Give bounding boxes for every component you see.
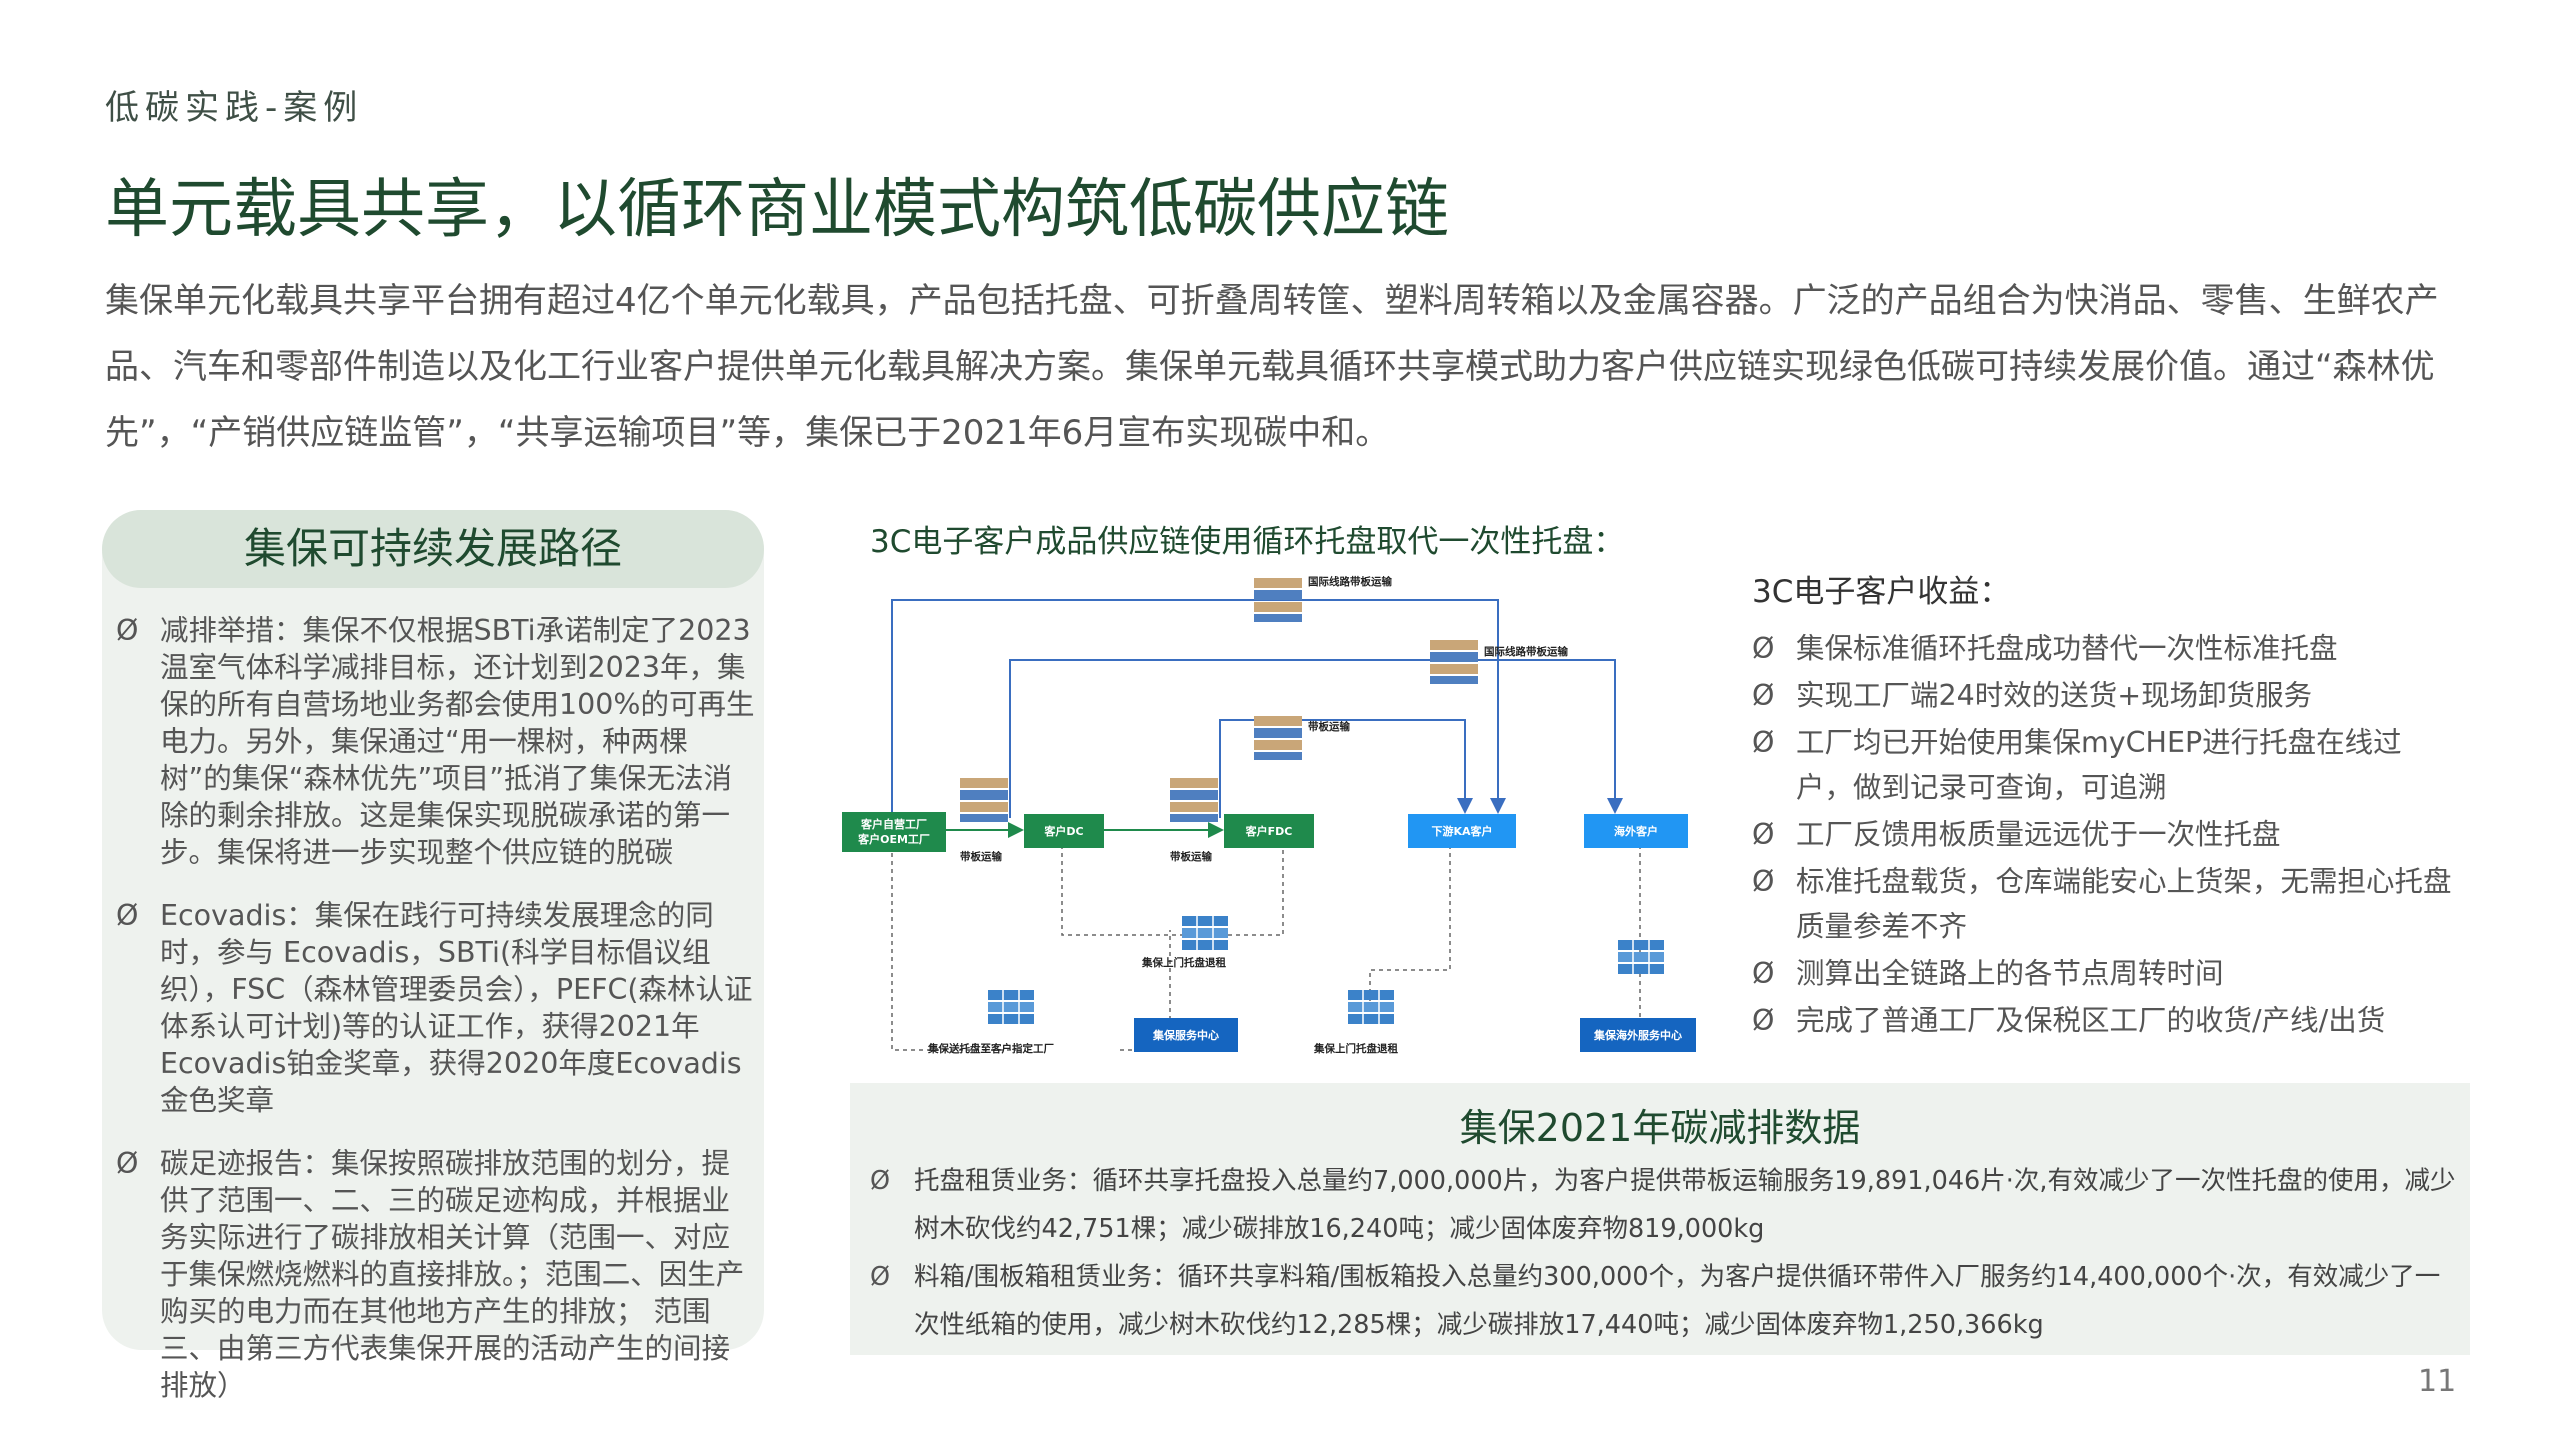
bullet-icon: Ø [870, 1166, 891, 1196]
node-dc [1024, 814, 1104, 848]
pallet-icon [1430, 640, 1478, 684]
bullet-icon: Ø [1752, 726, 1775, 759]
pallet-icon [1254, 578, 1302, 622]
list-item-text: 集保标准循环托盘成功替代一次性标准托盘 [1796, 632, 2338, 665]
node-factory [842, 812, 946, 852]
list-item: Ø 集保标准循环托盘成功替代一次性标准托盘 [1752, 626, 2452, 671]
list-item-text: 标准托盘载货，仓库端能安心上货架，无需担心托盘质量参差不齐 [1796, 865, 2452, 943]
list-item-text: 实现工厂端24时效的送货+现场卸货服务 [1796, 679, 2313, 712]
list-item-text: Ecovadis：集保在践行可持续发展理念的同时，参与 Ecovadis，SBT… [160, 899, 753, 1117]
list-item-text: 托盘租赁业务：循环共享托盘投入总量约7,000,000片，为客户提供带板运输服务… [914, 1166, 2456, 1244]
label-pickup-1: 集保上门托盘退租 [1141, 956, 1226, 969]
bullet-icon: Ø [1752, 1004, 1775, 1037]
node-service-center [1134, 1018, 1238, 1052]
label-intl-2: 国际线路带板运输 [1484, 645, 1568, 658]
pallet-return-icon [1617, 939, 1665, 975]
list-item-text: 工厂均已开始使用集保myCHEP进行托盘在线过户，做到记录可查询，可追溯 [1796, 726, 2402, 804]
pallet-icon [960, 778, 1008, 822]
list-item: Ø Ecovadis：集保在践行可持续发展理念的同时，参与 Ecovadis，S… [116, 897, 756, 1119]
label-pickup-2: 集保上门托盘退租 [1313, 1042, 1398, 1055]
list-item-text: 完成了普通工厂及保税区工厂的收货/产线/出货 [1796, 1004, 2386, 1037]
dashed-return-3 [1061, 845, 1284, 936]
section-kicker: 低碳实践-案例 [105, 88, 364, 128]
bullet-icon: Ø [1752, 632, 1775, 665]
pallet-return-icon [987, 989, 1035, 1025]
bullet-icon: Ø [1752, 865, 1775, 898]
page-title: 单元载具共享，以循环商业模式构筑低碳供应链 [105, 173, 1449, 247]
dashed-return-4 [1369, 845, 1451, 1005]
flow-line-intl-2 [1009, 659, 1623, 818]
pallet-icon [1254, 716, 1302, 760]
list-item: Ø 托盘租赁业务：循环共享托盘投入总量约7,000,000片，为客户提供带板运输… [870, 1157, 2460, 1253]
benefits-list: Ø 集保标准循环托盘成功替代一次性标准托盘 Ø 实现工厂端24时效的送货+现场卸货服… [1752, 626, 2452, 1045]
node-dc-label: 客户DC [1043, 824, 1083, 838]
node-overseas-center [1580, 1018, 1696, 1052]
bullet-icon: Ø [116, 899, 139, 932]
intro-paragraph: 集保单元化载具共享平台拥有超过4亿个单元化载具，产品包括托盘、可折叠周转筐、塑料… [105, 281, 2439, 453]
node-fdc-label: 客户FDC [1245, 824, 1293, 838]
list-item: Ø 标准托盘载货，仓库端能安心上货架，无需担心托盘质量参差不齐 [1752, 859, 2452, 949]
carbon-reduction-data-panel: 集保2021年碳减排数据 Ø 托盘租赁业务：循环共享托盘投入总量约7,000,0… [850, 1083, 2470, 1355]
node-factory-label: 客户自营工厂 [860, 817, 927, 831]
list-item: Ø 工厂均已开始使用集保myCHEP进行托盘在线过户，做到记录可查询，可追溯 [1752, 720, 2452, 810]
list-item-text: 工厂反馈用板质量远远优于一次性托盘 [1796, 818, 2281, 851]
bullet-icon: Ø [116, 614, 139, 647]
list-item: Ø 工厂反馈用板质量远远优于一次性托盘 [1752, 812, 2452, 857]
pallet-return-icon [1181, 915, 1229, 951]
bullet-icon: Ø [116, 1147, 139, 1180]
panel-title: 集保2021年碳减排数据 [1459, 1106, 1861, 1150]
bullet-icon: Ø [1752, 957, 1775, 990]
node-overseas-customer [1584, 814, 1688, 848]
list-item: Ø 碳足迹报告：集保按照碳排放范围的划分，提供了范围一、二、三的碳足迹构成，并根… [116, 1145, 756, 1404]
bullet-icon: Ø [870, 1262, 891, 1292]
pallet-icon [1170, 778, 1218, 822]
label-band: 带板运输 [1308, 720, 1350, 733]
label-band-2: 带板运输 [1170, 850, 1212, 863]
list-item: Ø 测算出全链路上的各节点周转时间 [1752, 951, 2452, 996]
benefits-title: 3C电子客户收益： [1752, 574, 2011, 610]
list-item: Ø 实现工厂端24时效的送货+现场卸货服务 [1752, 673, 2452, 718]
node-overseas-center-label: 集保海外服务中心 [1593, 1028, 1682, 1042]
list-item: Ø 料箱/围板箱租赁业务：循环共享料箱/围板箱投入总量约300,000个，为客户… [870, 1253, 2460, 1349]
list-item: Ø 完成了普通工厂及保税区工厂的收货/产线/出货 [1752, 998, 2452, 1043]
flow-line-band [1219, 719, 1473, 818]
list-item: Ø 减排举措：集保不仅根据SBTi承诺制定了2023温室气体科学减排目标，还计划… [116, 612, 756, 871]
list-item-text: 测算出全链路上的各节点周转时间 [1796, 957, 2224, 990]
node-factory-label: 客户OEM工厂 [857, 832, 930, 846]
list-item-text: 料箱/围板箱租赁业务：循环共享料箱/围板箱投入总量约300,000个，为客户提供… [914, 1262, 2441, 1340]
label-band-1: 带板运输 [960, 850, 1002, 863]
label-intl-1: 国际线路带板运输 [1308, 575, 1392, 588]
flow-line-intl-1 [891, 599, 1506, 818]
node-ka-customer [1408, 814, 1516, 848]
node-ka-label: 下游KA客户 [1431, 824, 1492, 838]
list-item-text: 碳足迹报告：集保按照碳排放范围的划分，提供了范围一、二、三的碳足迹构成，并根据业… [160, 1147, 745, 1402]
supply-chain-diagram: 客户自营工厂 客户OEM工厂 客户DC 客户FDC 下游KA客户 海外客户 集保… [842, 575, 1696, 1055]
sustainability-path-panel: 集保可持续发展路径 Ø 减排举措：集保不仅根据SBTi承诺制定了2023温室气体… [102, 510, 764, 1402]
page-number: 11 [2418, 1364, 2457, 1399]
panel-title: 集保可持续发展路径 [102, 510, 764, 588]
list-item-text: 减排举措：集保不仅根据SBTi承诺制定了2023温室气体科学减排目标，还计划到2… [160, 614, 755, 869]
bullet-icon: Ø [1752, 679, 1775, 712]
label-delivery: 集保送托盘至客户指定工厂 [927, 1042, 1054, 1055]
node-overseas-label: 海外客户 [1614, 824, 1658, 838]
node-service-center-label: 集保服务中心 [1152, 1028, 1219, 1042]
bullet-icon: Ø [1752, 818, 1775, 851]
node-fdc [1224, 814, 1314, 848]
pallet-return-icon [1347, 989, 1395, 1025]
diagram-title: 3C电子客户成品供应链使用循环托盘取代一次性托盘： [870, 524, 1625, 560]
